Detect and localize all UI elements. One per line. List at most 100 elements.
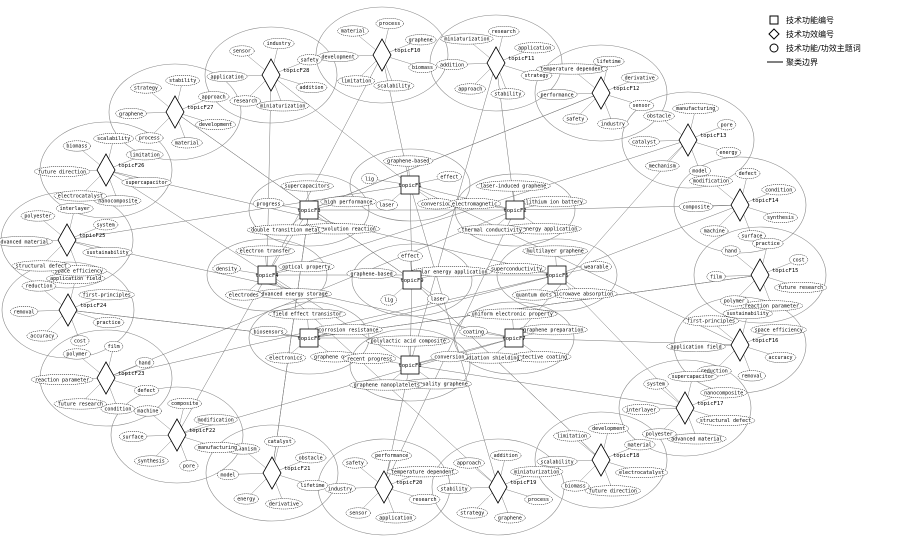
term-node	[561, 480, 590, 492]
term-node	[133, 385, 160, 396]
term-node	[93, 219, 119, 231]
term-label: pore	[183, 464, 195, 470]
term-label: model	[692, 169, 707, 175]
term-label: cost	[74, 339, 86, 345]
term-node	[34, 166, 91, 178]
term-label: stability	[494, 92, 521, 98]
term-label: process	[139, 136, 160, 142]
effect-node: topicF14	[730, 188, 779, 222]
term-label: temperature dependent	[391, 469, 454, 475]
term-node	[297, 54, 323, 66]
term-label: research	[492, 29, 516, 35]
edge	[174, 111, 413, 281]
term-label: laser	[379, 203, 394, 209]
effect-node: topicF26	[96, 153, 145, 187]
term-label: sensor	[632, 103, 650, 109]
term-label: accuracy	[768, 355, 792, 361]
cluster-boundary	[248, 301, 370, 375]
term-node	[118, 431, 148, 443]
term-node	[320, 196, 377, 208]
effect-node: topicF10	[372, 38, 421, 72]
term-label: superconductivity	[491, 266, 542, 272]
term-node	[225, 289, 263, 301]
term-label: miniaturization	[514, 469, 559, 475]
term-label: optical property	[282, 264, 330, 270]
term-node	[343, 353, 397, 365]
term-label: high performance	[324, 199, 372, 205]
square-node-icon	[257, 265, 277, 285]
term-node	[761, 184, 796, 196]
term-label: graphene-based	[387, 159, 429, 165]
term-node	[405, 34, 437, 46]
diamond-symbol-icon	[764, 28, 786, 40]
effect-node: topicF25	[57, 223, 106, 257]
term-label: future research	[778, 285, 823, 291]
term-label: limitation	[557, 434, 587, 440]
term-node	[628, 136, 660, 148]
edge	[513, 139, 689, 339]
term-node	[763, 212, 798, 223]
term-label: pore	[721, 122, 733, 128]
term-node	[588, 423, 629, 434]
term-label: manufacturing	[198, 445, 237, 451]
effect-node: topicF12	[591, 76, 640, 110]
term-node	[171, 137, 203, 149]
term-label: wearable	[584, 264, 608, 270]
term-label: synthesis	[767, 215, 794, 221]
term-node	[430, 351, 469, 363]
cluster-boundary	[108, 63, 242, 161]
function-node-label: topicF9	[400, 278, 423, 284]
term-node	[0, 236, 53, 248]
term-node	[135, 357, 155, 369]
term-node	[92, 317, 125, 328]
edge	[270, 74, 411, 186]
term-label: industry	[601, 122, 625, 128]
term-label: supercapacitor	[672, 374, 714, 380]
term-node	[256, 100, 310, 112]
term-label: first-principles	[83, 292, 131, 298]
term-node	[735, 168, 761, 179]
term-label: application	[210, 74, 243, 80]
function-node: topicF3	[297, 200, 321, 220]
term-node	[520, 70, 553, 81]
cluster-boundary	[349, 328, 471, 402]
diamond-node-icon	[374, 470, 394, 504]
edge	[105, 169, 558, 276]
term-node	[597, 118, 629, 130]
term-label: solar energy application	[505, 226, 577, 232]
edge	[409, 279, 413, 366]
effect-node-label: topicF16	[752, 338, 779, 344]
term-node	[349, 379, 425, 391]
term-label: strategy	[524, 73, 548, 79]
term-label: surface	[741, 234, 762, 240]
term-node	[721, 245, 741, 257]
term-node	[100, 403, 136, 415]
term-node	[427, 293, 450, 305]
term-label: supercapacitor	[125, 180, 167, 186]
term-label: uniform electronic property	[472, 312, 553, 318]
term-label: scalability	[540, 459, 573, 465]
cluster-boundary	[618, 359, 752, 457]
function-node: topicF1	[398, 175, 422, 195]
term-label: progress	[256, 201, 280, 207]
term-label: safety	[346, 461, 364, 467]
term-label: graphene oxide	[314, 354, 356, 360]
term-label: catalyst	[268, 439, 292, 445]
effect-node-label: topicF21	[284, 466, 311, 472]
term-node	[672, 103, 720, 114]
term-label: practice	[96, 320, 120, 326]
term-label: future direction	[589, 489, 637, 495]
term-node	[373, 80, 415, 92]
legend-label: 技术功能/功效主题词	[786, 43, 861, 53]
cluster-boundary	[349, 148, 471, 222]
term-node	[21, 280, 57, 292]
edge	[411, 279, 602, 461]
term-node	[278, 261, 335, 273]
term-node	[488, 26, 520, 37]
term-node	[375, 199, 398, 211]
term-node	[296, 480, 329, 491]
term-label: addition	[494, 453, 518, 459]
term-label: machine	[137, 409, 158, 415]
term-node	[342, 457, 368, 469]
term-label: industry	[328, 486, 352, 492]
